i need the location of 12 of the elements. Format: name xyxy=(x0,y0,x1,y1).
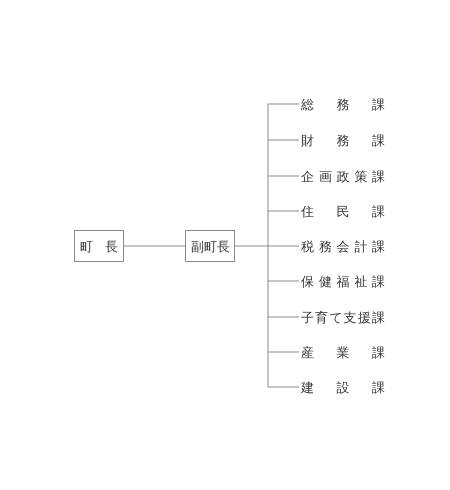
department-label: 子育て支援課 xyxy=(299,309,387,325)
department-label: 建設課 xyxy=(299,379,387,395)
title-box: 町長 xyxy=(74,230,124,262)
title-box: 副町長 xyxy=(185,230,235,262)
department-label: 企画政策課 xyxy=(299,168,387,184)
department-label: 財務課 xyxy=(299,132,387,148)
department-label: 住民課 xyxy=(299,203,387,219)
department-label: 保健福祉課 xyxy=(299,273,387,289)
connector-line xyxy=(234,246,300,388)
department-label: 総務課 xyxy=(299,96,387,112)
department-label: 税務会計課 xyxy=(299,238,387,254)
department-label: 産業課 xyxy=(299,344,387,360)
